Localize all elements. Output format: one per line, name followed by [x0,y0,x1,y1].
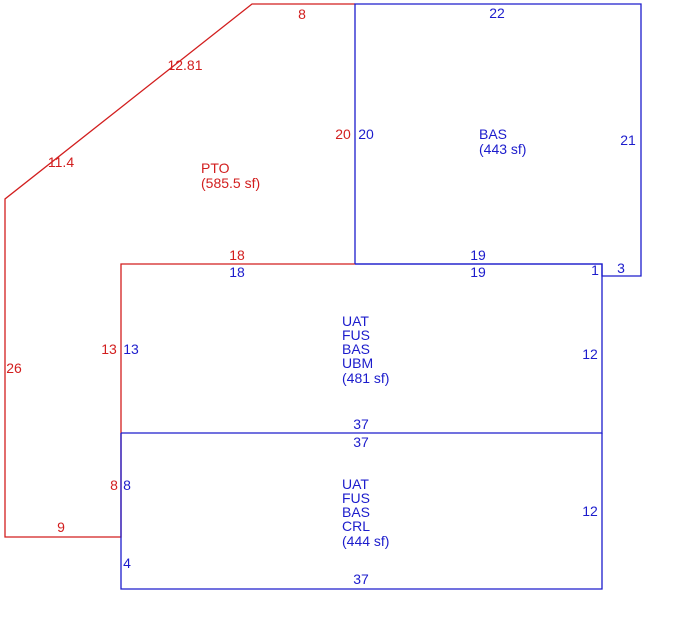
dim-pto-bottom: 9 [57,519,65,535]
bottom-code-label: BAS [342,504,370,520]
dim-bas-right: 21 [620,132,636,148]
dim-step-vertical: 1 [591,262,599,278]
pto-area-label: (585.5 sf) [201,175,260,191]
bas-top-code-label: BAS [479,126,507,142]
bottom-code-label: FUS [342,490,370,506]
dim-bot-top: 37 [353,434,369,450]
bottom-code-label: CRL [342,518,370,534]
bottom-code-label: UAT [342,476,369,492]
dim-bot-right: 12 [582,503,598,519]
middle-code-label: UAT [342,313,369,329]
bottom-section-outline [120,433,603,590]
dim-mid-top-left: 18 [229,264,245,280]
dim-pto-top: 8 [298,6,306,22]
dim-pto-inner-vertical-upper: 13 [101,341,117,357]
dim-bot-left-upper: 8 [123,477,131,493]
dim-mid-right: 12 [582,346,598,362]
dim-bas-left: 20 [358,126,374,142]
dim-pto-inner-horizontal: 18 [229,247,245,263]
dim-pto-diag-upper: 12.81 [167,57,202,73]
dim-pto-right-upper: 20 [335,126,351,142]
dim-mid-left: 13 [123,341,139,357]
bottom-area-label: (444 sf) [342,533,389,549]
middle-code-label: FUS [342,327,370,343]
pto-code-label: PTO [201,160,230,176]
pto-outline [4,3,355,538]
dim-pto-inner-vertical-lower: 8 [110,477,118,493]
middle-code-label: UBM [342,355,373,371]
bas-top-area-label: (443 sf) [479,141,526,157]
middle-section-outline [121,263,603,434]
middle-code-label: BAS [342,341,370,357]
dim-mid-bottom: 37 [353,416,369,432]
dim-pto-diag-lower: 11.4 [48,154,74,170]
dim-bot-left-lower: 4 [123,555,131,571]
dim-bas-bottom: 19 [470,247,486,263]
dim-bas-top: 22 [489,5,505,21]
dim-bot-bottom: 37 [353,571,369,587]
dim-pto-left: 26 [6,360,22,376]
middle-area-label: (481 sf) [342,370,389,386]
dim-step-horizontal: 3 [617,260,625,276]
dim-mid-top-right: 19 [470,264,486,280]
